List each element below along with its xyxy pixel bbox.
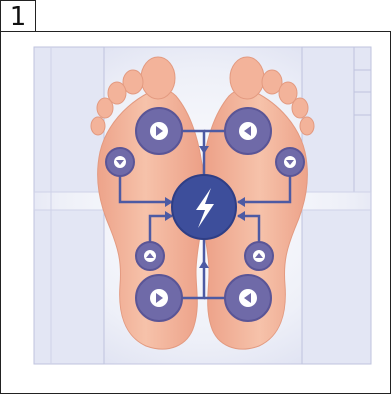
step-number: 1 xyxy=(9,1,27,32)
central-hub xyxy=(171,174,237,240)
triangle-down-icon xyxy=(116,160,124,165)
node-side-top-left xyxy=(105,147,135,177)
node-bottom-left xyxy=(135,274,183,322)
node-bottom-right xyxy=(224,274,272,322)
triangle-up-icon xyxy=(146,253,154,258)
node-top-left xyxy=(135,107,183,155)
play-left-icon xyxy=(244,126,251,136)
play-right-icon xyxy=(156,126,163,136)
play-left-icon xyxy=(244,293,251,303)
node-side-top-right xyxy=(275,147,305,177)
connector-arrowheads xyxy=(165,146,245,268)
node-side-bottom-left xyxy=(135,241,165,271)
lightning-bolt-icon xyxy=(196,188,214,228)
node-side-bottom-right xyxy=(244,241,274,271)
node-top-right xyxy=(224,107,272,155)
triangle-down-icon xyxy=(286,160,294,165)
triangle-up-icon xyxy=(255,253,263,258)
step-number-tab: 1 xyxy=(0,0,36,32)
play-right-icon xyxy=(156,293,163,303)
